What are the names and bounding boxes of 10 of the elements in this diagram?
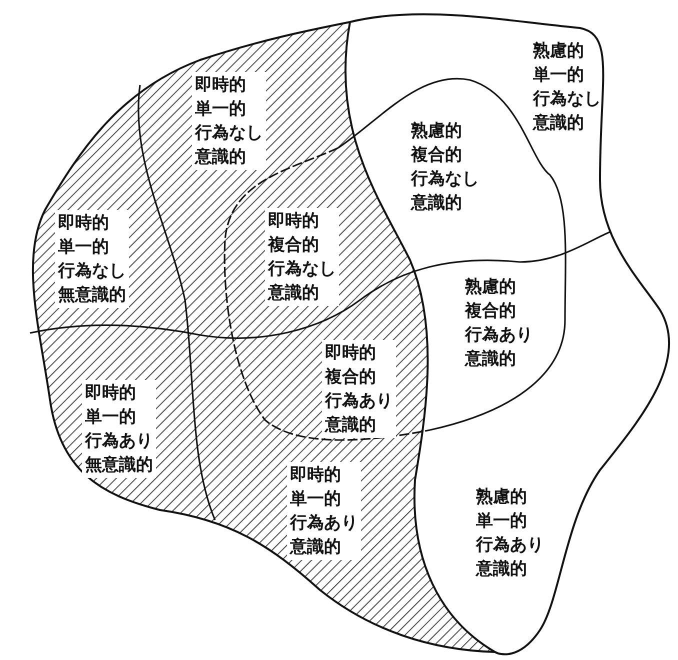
- region-label: 即時的単一的行為なし無意識的: [55, 210, 129, 308]
- region-label: 即時的単一的行為あり意識的: [287, 462, 361, 560]
- region-label: 即時的単一的行為あり無意識的: [82, 380, 156, 478]
- region-label: 即時的単一的行為なし意識的: [192, 72, 266, 170]
- region-label: 即時的複合的行為なし意識的: [265, 208, 339, 306]
- region-label: 熟慮的複合的行為あり意識的: [464, 276, 534, 371]
- region-label: 熟慮的単一的行為なし意識的: [532, 40, 602, 135]
- region-label: 熟慮的単一的行為あり意識的: [474, 486, 545, 581]
- region-label: 即時的複合的行為あり意識的: [322, 340, 396, 438]
- region-label: 熟慮的複合的行為なし意識的: [410, 120, 480, 215]
